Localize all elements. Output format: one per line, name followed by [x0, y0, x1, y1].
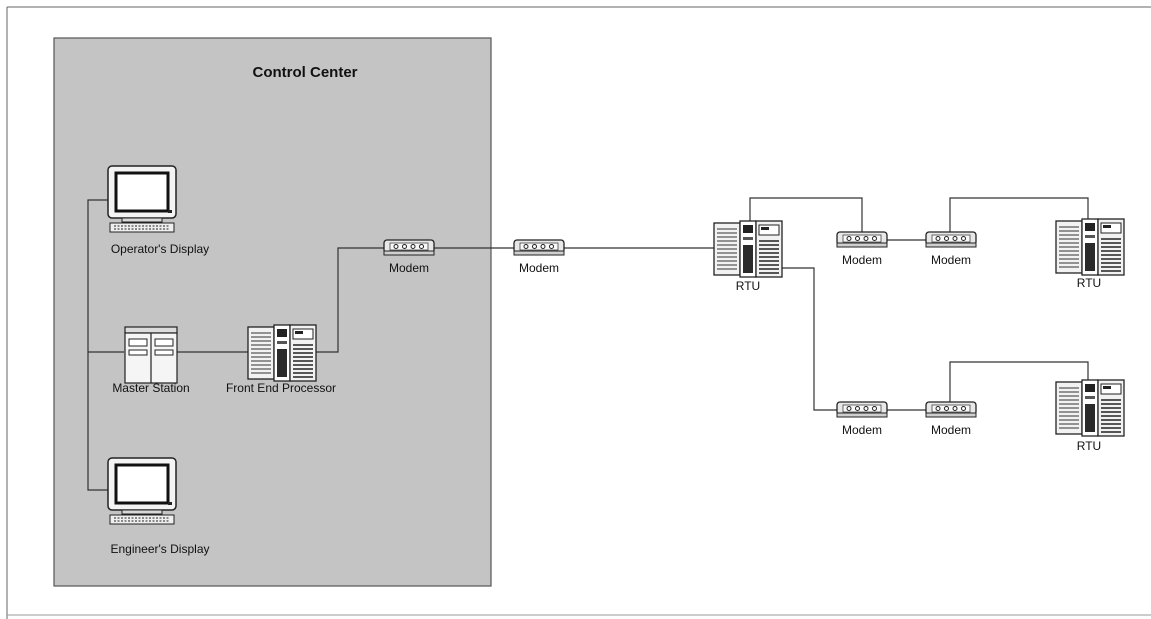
bottom-branch-rtu-server-icon [1055, 379, 1125, 437]
master-station-label: Master Station [112, 381, 189, 395]
engineer-display-label: Engineer's Display [110, 542, 209, 556]
top-branch-rtu-server-icon [1055, 218, 1125, 276]
top-branch-modem-b-label: Modem [931, 253, 971, 267]
top-branch-rtu-label: RTU [1077, 276, 1101, 290]
bottom-branch-modem-a-label: Modem [842, 423, 882, 437]
front-end-processor-server-icon [247, 324, 317, 382]
bottom-branch-modem-a-icon [836, 401, 888, 418]
field-link-modem-label: Modem [519, 261, 559, 275]
front-end-processor-label: Front End Processor [226, 381, 336, 395]
control-center-modem-icon [383, 239, 435, 256]
top-branch-modem-a-label: Modem [842, 253, 882, 267]
top-branch-modem-a-icon [836, 231, 888, 248]
bottom-branch-rtu-label: RTU [1077, 439, 1101, 453]
rtu-main-label: RTU [736, 279, 760, 293]
field-link-modem-icon [513, 239, 565, 256]
bottom-branch-modem-b-label: Modem [931, 423, 971, 437]
top-branch-modem-b-icon [925, 231, 977, 248]
control-center-modem-label: Modem [389, 261, 429, 275]
control-center-title: Control Center [253, 64, 358, 81]
bottom-branch-modem-b-icon [925, 401, 977, 418]
master-station-cabinet-icon [124, 326, 178, 384]
operator-display-label: Operator's Display [111, 242, 209, 256]
rtu-main-server-icon [713, 220, 783, 278]
connection-lines [87, 197, 1089, 491]
